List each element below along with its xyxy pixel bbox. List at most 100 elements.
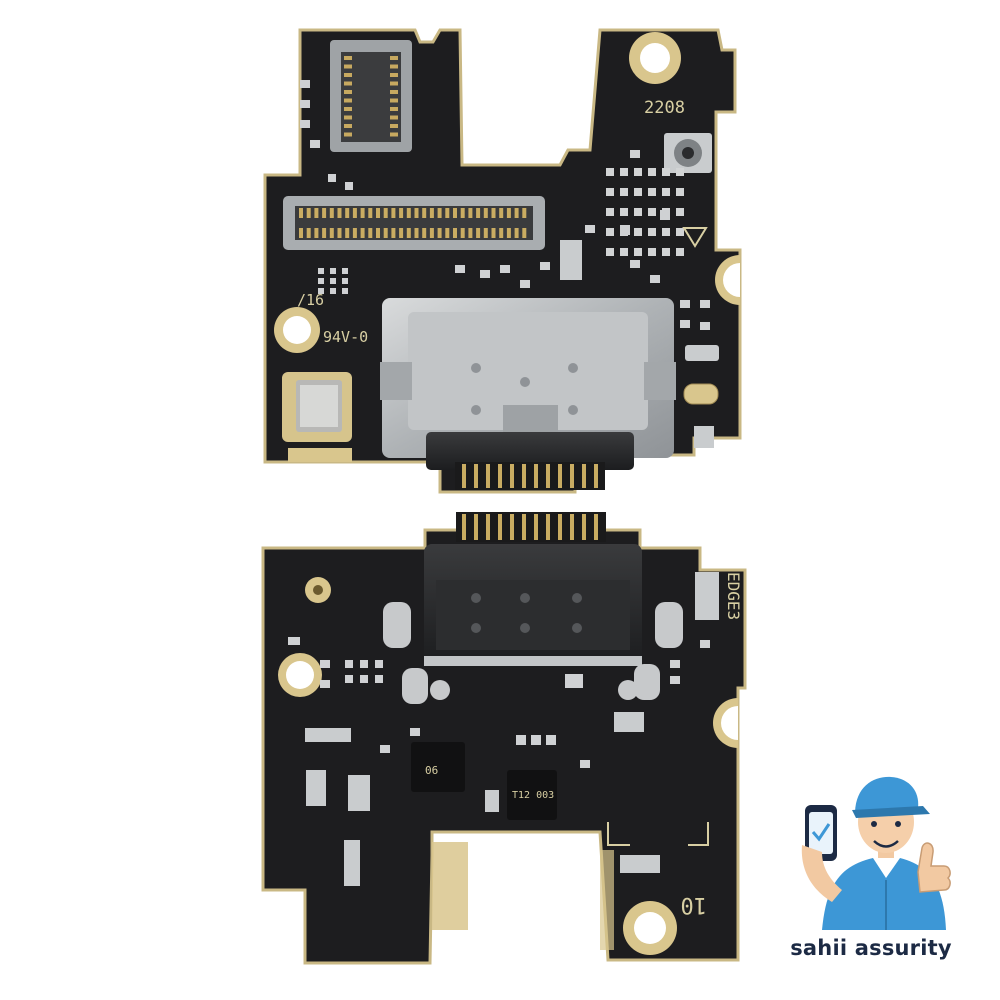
smd-pad <box>662 168 670 176</box>
smd-pad <box>320 660 330 668</box>
smd-pad <box>648 248 656 256</box>
smd-pad <box>606 228 614 236</box>
smd-pad <box>700 300 710 308</box>
side-marking: EDGE3 <box>724 572 743 620</box>
smd-pad <box>330 278 336 284</box>
smd-pad <box>620 248 628 256</box>
smd-pad <box>676 168 684 176</box>
smd-pad <box>695 572 719 620</box>
mounting-hole-top-right <box>629 32 681 84</box>
smd-pad <box>520 280 530 288</box>
board-to-board-connector-main <box>283 196 545 250</box>
smd-pad <box>620 208 628 216</box>
smd-pad <box>670 676 680 684</box>
smd-pad <box>318 288 324 294</box>
bottom-charging-board: 06 T12 003 EDGE3 10 <box>261 512 747 965</box>
top-charging-board: 2208 /16 94V-0 <box>263 28 742 494</box>
smd-pad <box>546 735 556 745</box>
smd-pad <box>676 208 684 216</box>
smd-pad <box>620 168 628 176</box>
microphone-component <box>282 372 352 462</box>
smd-pad <box>455 265 465 273</box>
smd-pad <box>680 320 690 328</box>
smd-pad <box>620 225 630 235</box>
smd-pad <box>634 248 642 256</box>
smd-pad <box>318 278 324 284</box>
smd-pad <box>606 168 614 176</box>
smd-pad <box>500 265 510 273</box>
smd-pad <box>305 728 351 742</box>
smd-pad <box>676 228 684 236</box>
smd-pad <box>634 168 642 176</box>
smd-pad <box>300 100 310 108</box>
smd-pad <box>328 174 336 182</box>
smd-pad <box>670 660 680 668</box>
smd-pad <box>300 80 310 88</box>
charging-ic: T12 003 <box>507 770 557 820</box>
smd-pad <box>662 188 670 196</box>
smd-pad <box>345 182 353 190</box>
smd-pad <box>606 188 614 196</box>
smd-pad <box>410 728 420 736</box>
smd-pad <box>620 188 628 196</box>
smd-pad <box>360 660 368 668</box>
smd-pad <box>342 288 348 294</box>
smd-pad <box>342 278 348 284</box>
smd-pad <box>634 228 642 236</box>
brand-logo-text: sahii assurity <box>790 936 952 960</box>
smd-pad <box>375 660 383 668</box>
smd-pad <box>606 208 614 216</box>
smd-pad <box>345 660 353 668</box>
board-number: 10 <box>681 892 708 917</box>
smd-pad <box>540 262 550 270</box>
smd-pad <box>648 168 656 176</box>
smd-pad <box>648 228 656 236</box>
svg-text:06: 06 <box>425 764 438 777</box>
smd-pad <box>630 150 640 158</box>
smd-pad <box>318 268 324 274</box>
power-ic: 06 <box>411 742 465 792</box>
smd-pad <box>634 208 642 216</box>
smd-pad <box>516 735 526 745</box>
smd-pad <box>288 637 300 645</box>
ic-marking: T12 003 <box>512 790 554 801</box>
smd-pad <box>375 675 383 683</box>
smd-pad <box>348 775 370 811</box>
smd-pad <box>306 770 326 806</box>
smd-pad <box>620 855 660 873</box>
smd-pad <box>585 225 595 233</box>
usb-c-port-bottom <box>424 512 642 666</box>
board-to-board-connector-small <box>330 40 412 152</box>
smd-pad <box>606 248 614 256</box>
smd-pad <box>700 322 710 330</box>
smd-pad <box>310 140 320 148</box>
smd-pad <box>380 745 390 753</box>
smd-pad <box>660 210 670 220</box>
smd-pad <box>560 240 582 280</box>
smd-pad <box>342 268 348 274</box>
smd-pad <box>648 188 656 196</box>
smd-pad <box>614 712 644 732</box>
usb-c-port-top <box>380 298 676 490</box>
smd-pad <box>480 270 490 278</box>
solder-tabs <box>383 602 683 704</box>
smd-pad <box>662 228 670 236</box>
antenna-connector <box>664 133 712 173</box>
mounting-hole-bottom-mid <box>278 653 322 697</box>
board-marking-left: /16 <box>297 291 324 309</box>
smd-pad <box>320 680 330 688</box>
smd-pad <box>300 120 310 128</box>
smd-pad <box>344 840 360 886</box>
smd-pad <box>531 735 541 745</box>
mounting-hole-left <box>274 307 320 353</box>
smd-pad <box>676 248 684 256</box>
smd-pad <box>648 208 656 216</box>
smd-pad <box>662 248 670 256</box>
smd-pad <box>700 640 710 648</box>
smd-pad <box>360 675 368 683</box>
smd-pad <box>345 675 353 683</box>
date-code-label: 2208 <box>644 98 685 118</box>
mounting-hole-bottom-left <box>305 577 331 603</box>
smd-pad <box>676 188 684 196</box>
